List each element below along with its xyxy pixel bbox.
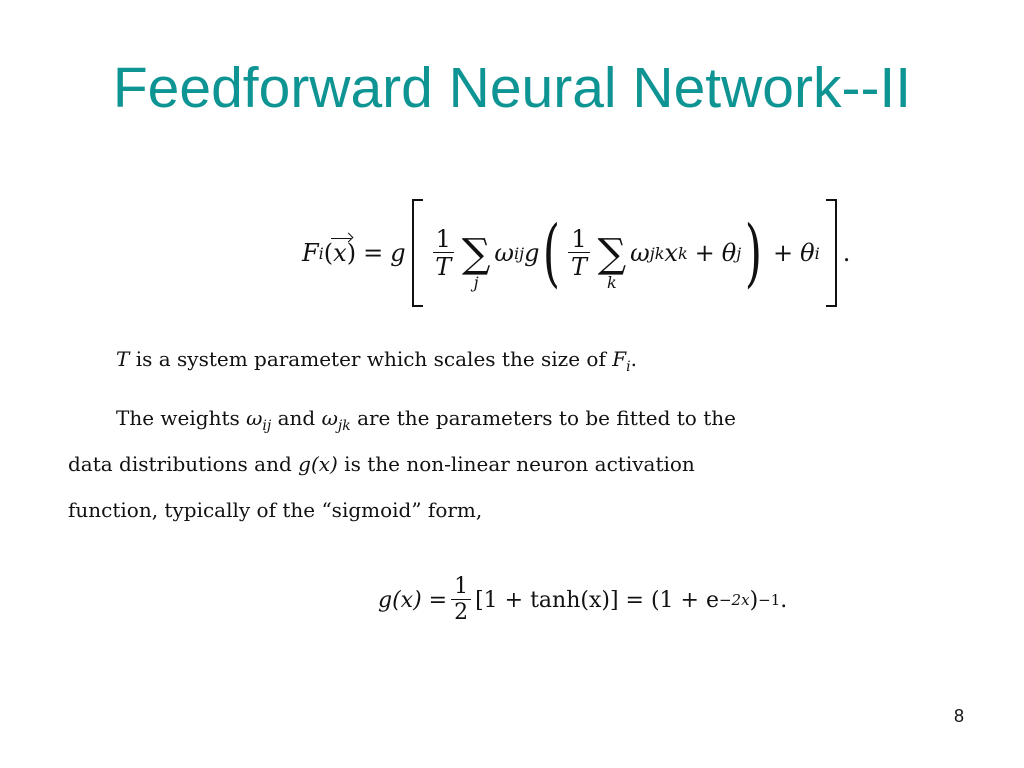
eq1-period: . xyxy=(842,239,851,267)
eq1-inner-sum: ∑ k xyxy=(598,234,627,292)
p2-line1-start: The weights xyxy=(116,406,247,430)
eq2-close: ) xyxy=(749,587,759,613)
eq1-theta-i: θ xyxy=(800,239,815,267)
eq1-outer-fraction: 1 T xyxy=(432,226,454,281)
eq1-inner-g: g xyxy=(524,239,540,267)
eq1-outer-sum-sigma: ∑ xyxy=(461,231,491,277)
p2-omega-jk: ω xyxy=(321,406,338,430)
eq1-lhs-F: F xyxy=(302,239,319,267)
p1-var-F: F xyxy=(612,347,627,371)
eq1-left-bracket xyxy=(411,199,423,307)
p2-line1-end: are the parameters to be fitted to the xyxy=(350,406,736,430)
paragraph-weights-line-3: function, typically of the “sigmoid” for… xyxy=(68,498,483,522)
eq1-lhs-sub: i xyxy=(318,243,324,263)
eq1-equals: = xyxy=(363,239,384,267)
eq1-theta-i-sub: i xyxy=(814,243,820,263)
eq1-inner-frac-den: T xyxy=(570,252,587,281)
eq1-arg-close: ) xyxy=(346,239,357,267)
eq1-theta-j: θ xyxy=(721,239,737,267)
p1-var-T: T xyxy=(116,347,130,371)
eq1-outer-sum-index: j xyxy=(473,273,479,292)
eq2-frac-num: 1 xyxy=(451,574,472,600)
eq1-theta-j-sub: j xyxy=(736,243,742,263)
eq1-outer-frac-num: 1 xyxy=(432,226,454,253)
eq1-plus-2: + xyxy=(773,239,794,267)
eq1-omega-jk-sub: jk xyxy=(649,243,665,263)
eq1-right-bracket xyxy=(825,199,837,307)
eq1-inner-fraction: 1 T xyxy=(568,226,590,281)
paragraph-weights-line-2: data distributions and g(x) is the non-l… xyxy=(68,452,695,476)
eq1-arg-open: ( xyxy=(323,239,334,267)
paragraph-weights-line-1: The weights ωij and ωjk are the paramete… xyxy=(116,406,736,438)
eq1-right-paren: ) xyxy=(744,210,763,296)
eq1-g: g xyxy=(390,239,406,267)
p2-and: and xyxy=(271,406,322,430)
eq1-inner-sum-index: k xyxy=(607,273,617,292)
page-number: 8 xyxy=(953,706,964,726)
eq1-vector-x: x xyxy=(331,238,351,267)
eq2-inverse: −1 xyxy=(758,591,781,609)
p1-text: is a system parameter which scales the s… xyxy=(129,347,613,371)
p2-gx: g(x) xyxy=(298,452,338,476)
p2-line2-end: is the non-linear neuron activation xyxy=(337,452,695,476)
p1-end: . xyxy=(630,347,637,371)
slide-title: Feedforward Neural Network--II xyxy=(112,56,912,120)
eq1-omega-ij: ω xyxy=(494,239,514,267)
eq1-outer-sum: ∑ j xyxy=(462,234,491,292)
eq1-left-paren: ( xyxy=(543,210,561,296)
eq1-omega-jk: ω xyxy=(630,239,650,267)
eq2-fraction: 1 2 xyxy=(451,574,472,626)
p2-omega-ij-sub: ij xyxy=(262,418,272,434)
p1-var-F-sub: i xyxy=(626,359,631,375)
eq1-x-sub: k xyxy=(677,243,688,263)
sigmoid-equation: g(x) = 1 2 [1 + tanh(x)] = (1 + e−2x)−1. xyxy=(378,568,787,632)
eq2-middle: [1 + tanh(x)] = (1 + e xyxy=(475,587,719,613)
eq1-inner-sum-sigma: ∑ xyxy=(597,231,627,277)
eq1-outer-frac-den: T xyxy=(435,252,452,281)
eq1-x: x xyxy=(664,239,678,267)
eq1-inner-frac-num: 1 xyxy=(568,226,590,253)
p2-line2-start: data distributions and xyxy=(68,452,299,476)
eq2-frac-den: 2 xyxy=(454,599,469,625)
p2-omega-ij: ω xyxy=(246,406,263,430)
eq2-period: . xyxy=(780,587,788,613)
eq1-plus-1: + xyxy=(694,239,715,267)
p2-omega-jk-sub: jk xyxy=(337,418,351,434)
eq2-exponent: −2x xyxy=(718,591,750,609)
eq2-lhs: g(x) = xyxy=(378,587,448,613)
paragraph-system-parameter: T is a system parameter which scales the… xyxy=(116,347,637,379)
eq1-omega-ij-sub: ij xyxy=(513,243,525,263)
